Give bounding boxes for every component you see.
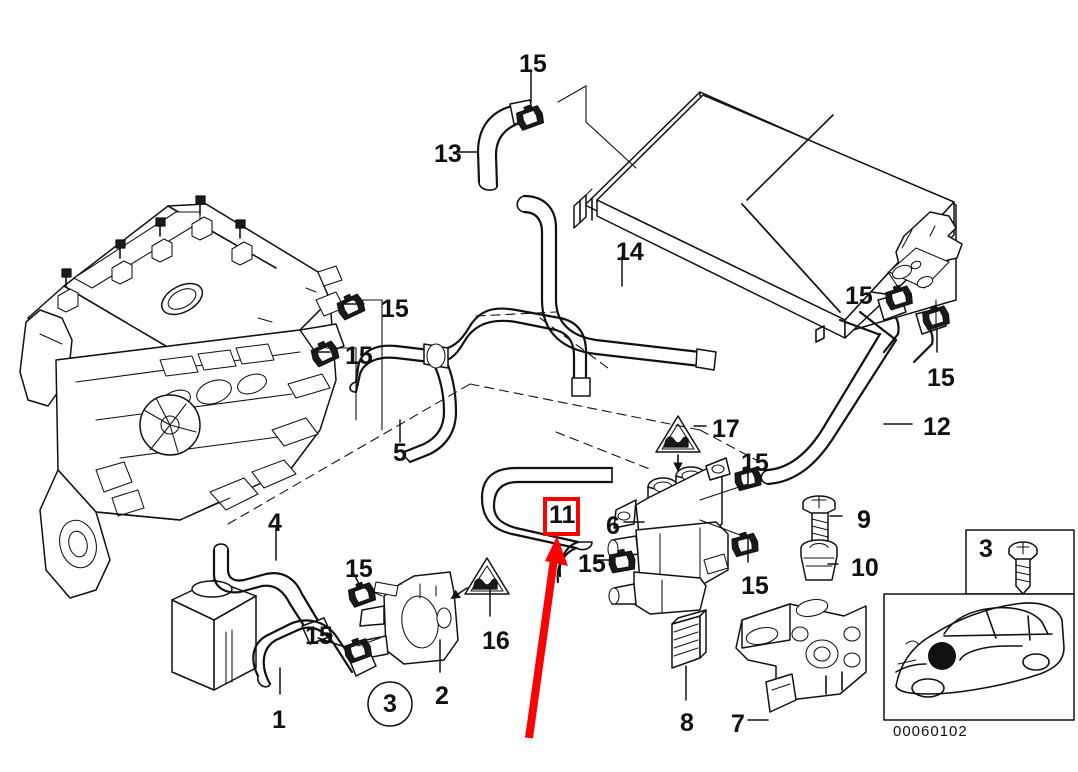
callout-3-circled: 3: [383, 690, 397, 718]
callout-15-core-b: 15: [927, 364, 955, 392]
callout-4: 4: [268, 509, 282, 537]
callout-15-pump-a: 15: [345, 555, 373, 583]
callout-9: 9: [857, 506, 871, 534]
water-pump-graphic: [355, 571, 459, 665]
callout-15-top: 15: [519, 50, 547, 78]
hose-clamp-graphic-group: [310, 104, 950, 664]
warning-triangle-17-graphic: [655, 415, 701, 472]
callout-17: 17: [712, 415, 740, 443]
callout-1: 1: [272, 706, 286, 734]
callout-14: 14: [616, 238, 644, 266]
highlight-label-11: 11: [549, 501, 576, 529]
bracket-7-graphic: [735, 598, 867, 713]
hose-short-valve-graphic: [556, 540, 580, 584]
highlight-box-11: [543, 497, 580, 536]
hose-14-graphic: [516, 194, 717, 371]
callout-7: 7: [731, 710, 745, 738]
callout-15-engine-a: 15: [381, 295, 409, 323]
callout-3-inset: 3: [979, 535, 993, 563]
callout-16: 16: [482, 627, 510, 655]
callout-15-valve-b: 15: [741, 572, 769, 600]
leader-lines: [227, 71, 938, 727]
callout-15-pump-b: 15: [305, 622, 333, 650]
heater-core-graphic: [573, 91, 963, 343]
callout-10: 10: [851, 554, 879, 582]
engine-block-graphic: [19, 195, 345, 599]
callout-2: 2: [435, 682, 449, 710]
grommet-10-graphic: [800, 539, 838, 581]
callout-6: 6: [606, 512, 620, 540]
callout-15-engine-b: 15: [345, 342, 373, 370]
diagram-id-caption: 00060102: [893, 723, 968, 740]
callout-13: 13: [434, 140, 462, 168]
callout-15-valve-left: 15: [578, 550, 606, 578]
callout-8: 8: [680, 709, 694, 737]
hose-11-graphic: [480, 466, 614, 551]
hose-5-graphic: [349, 307, 591, 464]
reservoir-tank-graphic: [171, 579, 257, 691]
callout-15-valve-a: 15: [741, 449, 769, 477]
callout-15-core-a: 15: [845, 282, 873, 310]
clip-8-graphic: [671, 609, 707, 669]
callout-5: 5: [393, 439, 407, 467]
hose-4-graphic: [212, 543, 333, 645]
water-valve-graphic: [607, 457, 731, 615]
inset-vehicle-box: [883, 593, 1075, 721]
warning-triangle-16-graphic: [450, 557, 510, 600]
callout-12: 12: [923, 413, 951, 441]
